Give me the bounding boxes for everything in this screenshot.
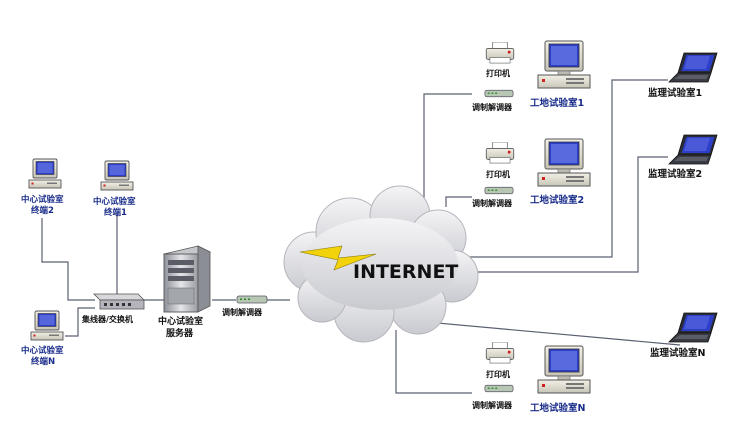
server-label-line1: 中心试验室 (158, 315, 203, 327)
supervision-1-label: 监理试验室1 (648, 87, 702, 99)
supervision-n: 监理试验室N (650, 312, 718, 359)
site-2-modem-icon (484, 186, 514, 195)
site-2: 打印机 调制解调器 工地试验室2 (472, 138, 591, 208)
supervision-n-laptop-icon (668, 312, 718, 343)
site-1-printer-label: 打印机 (486, 68, 510, 78)
terminal-n-computer-icon (30, 310, 64, 341)
site-1-printer-icon (485, 42, 515, 64)
center-modem-icon (236, 295, 268, 304)
site-1-modem-icon (484, 89, 514, 98)
site-n-printer-icon (485, 342, 515, 364)
site-1-modem-label: 调制解调器 (472, 102, 513, 112)
site-1: 打印机 调制解调器 工地试验室1 (472, 40, 591, 112)
site-n: 打印机 调制解调器 工地试验室N (472, 342, 591, 414)
site-1-pc-label: 工地试验室1 (530, 97, 584, 109)
center-lab: 中心试验室 终端2 中心试验室 终端1 中心试验室 终端N 集线器/交换机 (21, 158, 268, 367)
internet-cloud: INTERNET (283, 185, 479, 343)
terminal-1-label-line1: 中心试验室 (93, 196, 136, 207)
supervision-2: 监理试验室2 (648, 134, 718, 180)
site-2-pc-label: 工地试验室2 (530, 194, 584, 206)
site-n-modem-label: 调制解调器 (472, 400, 513, 410)
site-2-printer-icon (485, 142, 515, 164)
server-icon (162, 245, 212, 313)
terminal-2-label-line1: 中心试验室 (21, 194, 64, 205)
site-2-modem-label: 调制解调器 (472, 198, 513, 208)
site-2-printer-label: 打印机 (486, 169, 510, 179)
supervision-1: 监理试验室1 (648, 52, 718, 99)
terminal-n-label-line2: 终端N (30, 356, 55, 367)
terminal-1-computer-icon (100, 160, 134, 191)
switch-label: 集线器/交换机 (81, 314, 133, 324)
site-2-computer-icon (537, 138, 591, 187)
terminal-2-computer-icon (28, 158, 62, 189)
server-label-line2: 服务器 (166, 327, 194, 339)
lightning-icon (299, 245, 377, 271)
supervision-n-label: 监理试验室N (650, 347, 706, 359)
supervision-1-laptop-icon (668, 52, 718, 83)
site-n-printer-label: 打印机 (486, 369, 510, 379)
supervision-2-label: 监理试验室2 (648, 168, 702, 180)
site-n-computer-icon (537, 345, 591, 394)
site-1-computer-icon (537, 40, 591, 89)
terminal-2-label-line2: 终端2 (30, 205, 54, 216)
terminal-1-label-line2: 终端1 (103, 207, 127, 218)
internet-label: INTERNET (353, 261, 458, 283)
site-n-pc-label: 工地试验室N (530, 402, 586, 414)
site-n-modem-icon (484, 384, 514, 393)
switch-icon (93, 293, 145, 310)
terminal-n-label-line1: 中心试验室 (21, 345, 64, 356)
supervision-2-laptop-icon (668, 134, 718, 165)
center-modem-label: 调制解调器 (222, 307, 263, 317)
